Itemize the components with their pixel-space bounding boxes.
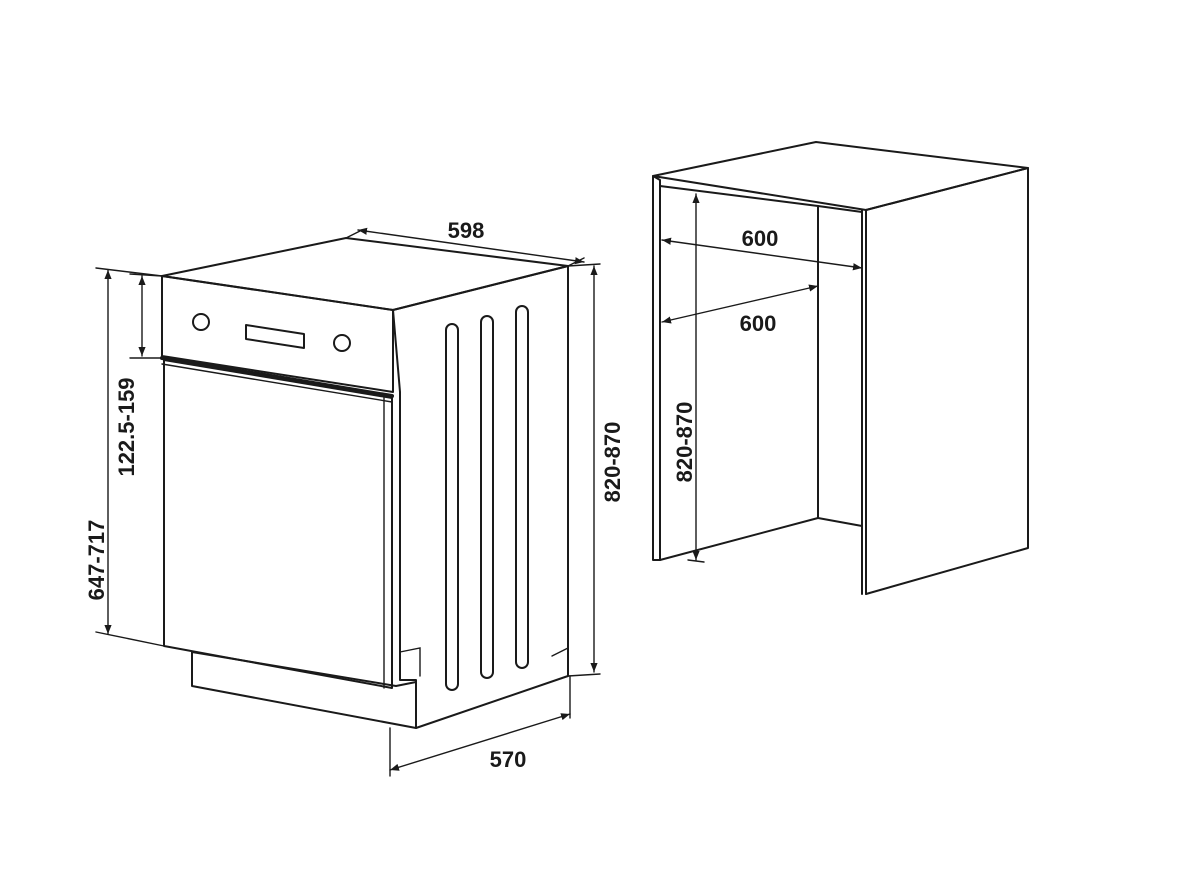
dim-dishwasher-height: 820-870: [567, 263, 625, 677]
niche-left-panel: [652, 175, 661, 561]
dim-niche-width: 600: [661, 226, 863, 271]
front-foot: [399, 647, 421, 677]
dim-niche-height: 820-870: [672, 193, 705, 563]
side-rib: [480, 315, 494, 679]
display-window: [245, 324, 305, 349]
side-rib: [515, 305, 529, 669]
dim-label-dishwasher-height: 820-870: [600, 422, 625, 503]
control-panel: [161, 275, 394, 393]
program-knob-icon: [192, 313, 210, 331]
dim-label-panel-height: 122.5-159: [114, 377, 139, 476]
option-knob-icon: [333, 334, 351, 352]
niche-cabinet: [652, 141, 1029, 595]
door-handle: [160, 356, 394, 398]
panel-controls: [192, 313, 351, 352]
rear-foot: [551, 646, 569, 677]
dim-598: 598: [345, 218, 585, 267]
niche-top-face: [652, 141, 1029, 211]
dishwasher-top-face: [161, 237, 569, 311]
dim-label-570: 570: [490, 747, 527, 772]
dishwasher-body: [160, 237, 569, 729]
dim-label-niche-height: 820-870: [672, 402, 697, 483]
dishwasher-door: [163, 359, 393, 689]
dim-label-niche-width: 600: [742, 226, 779, 251]
plinth: [191, 651, 417, 729]
dim-panel-height: 122.5-159: [114, 273, 163, 477]
side-ribs: [445, 305, 529, 691]
niche-right-panel: [865, 167, 1029, 595]
dim-niche-depth: 600: [661, 284, 819, 336]
dim-label-niche-depth: 600: [740, 311, 777, 336]
dim-label-door-height: 647-717: [84, 520, 109, 601]
dim-door-height: 647-717: [84, 267, 165, 647]
dim-570: 570: [389, 675, 571, 777]
dim-label-598: 598: [448, 218, 485, 243]
side-rib: [445, 323, 459, 691]
